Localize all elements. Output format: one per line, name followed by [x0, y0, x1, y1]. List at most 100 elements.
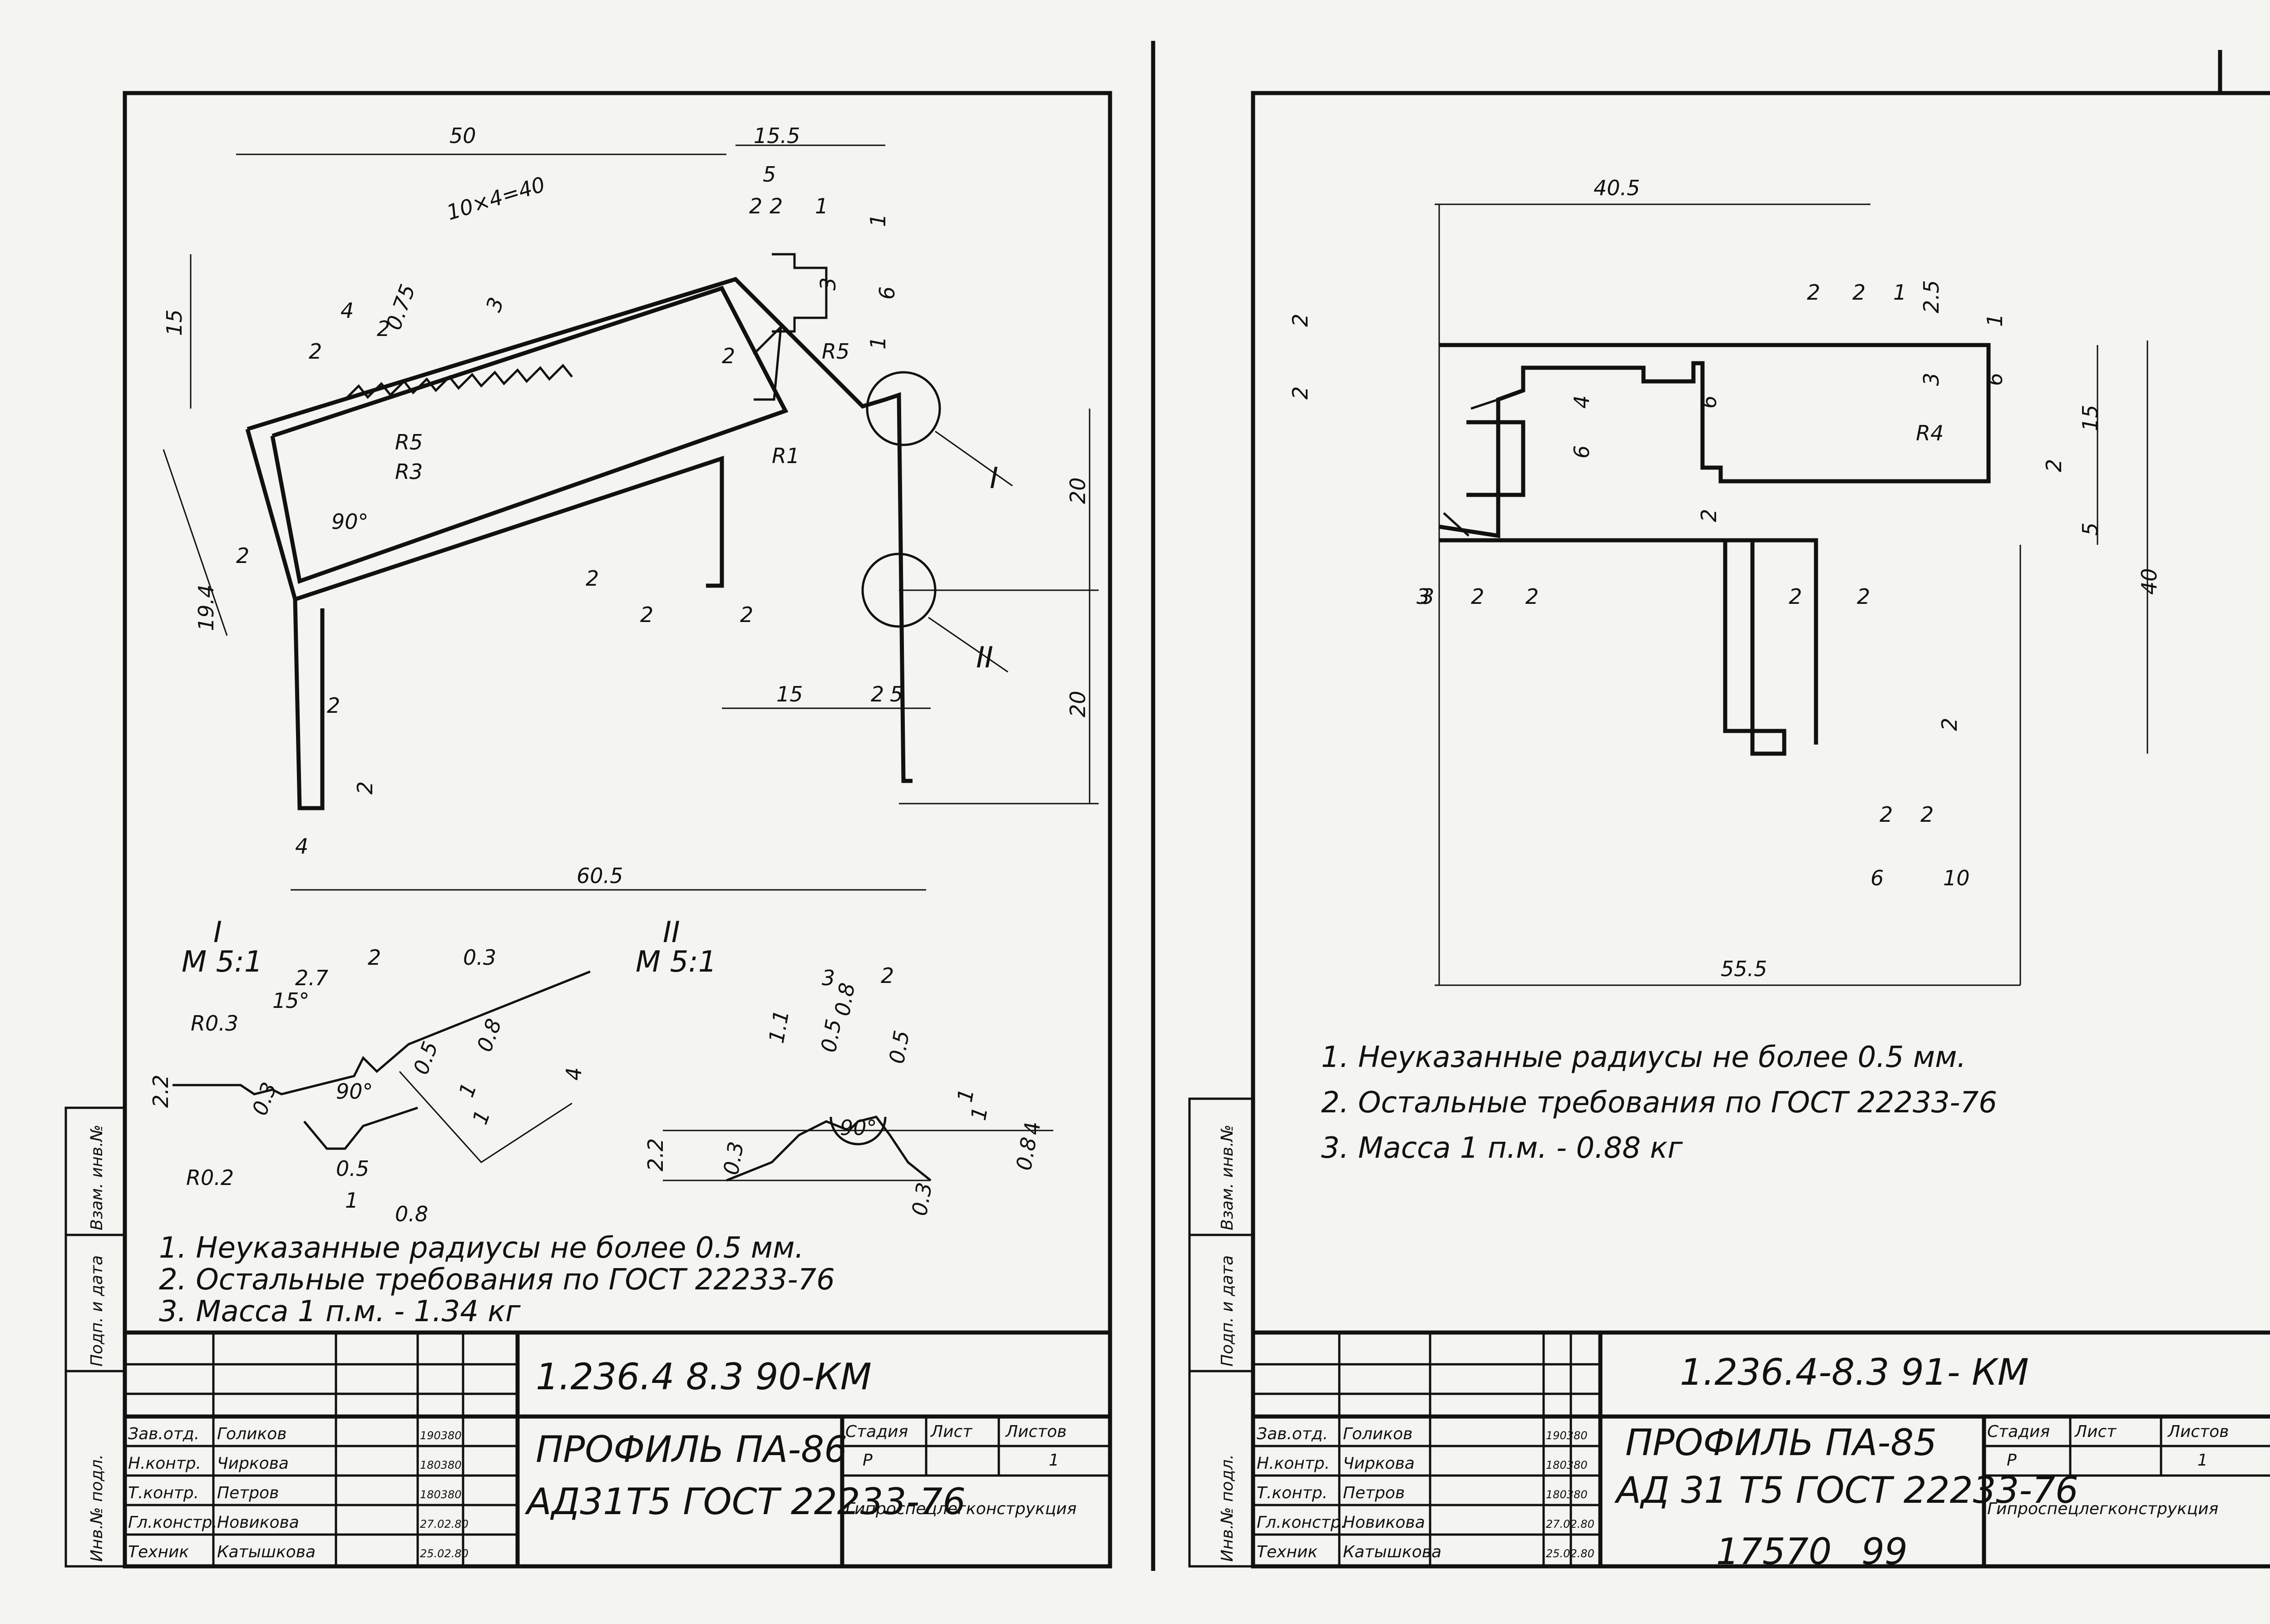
detII-dim-11: 0.8 — [1012, 1135, 1041, 1172]
left-material: АД31Т5 ГОСТ 22233-76 — [524, 1481, 966, 1523]
right-footer-page: 99 — [1861, 1530, 1908, 1573]
right-dim-23: 2 — [1857, 584, 1870, 609]
right-staff-0-name: Голиков — [1343, 1425, 1412, 1443]
detail-II-view — [663, 1116, 1053, 1182]
right-dim-28: 6 — [1870, 866, 1884, 890]
left-sheet-header: Лист — [930, 1422, 972, 1441]
left-staff-0-name: Голиков — [217, 1425, 286, 1443]
right-dim-24: 40 — [2137, 568, 2161, 595]
right-dim-18: 2 — [1697, 509, 1721, 522]
detail-I-scale: М 5:1 — [182, 945, 263, 979]
left-dimension-lines — [163, 144, 1099, 891]
right-dim-3: 3 — [1421, 584, 1434, 609]
left-dim-25: 20 — [1066, 477, 1090, 504]
left-dim-15: 0.75 — [381, 281, 420, 333]
right-dim-11: 1 — [1983, 314, 2007, 327]
left-staff-4-role: Техник — [128, 1543, 189, 1561]
left-designation: 1.236.4 8.3 90-КМ — [536, 1356, 872, 1398]
left-dim-12: 4 — [340, 298, 354, 323]
right-dim-0: 40.5 — [1594, 176, 1640, 200]
left-staff-2-date: 180380 — [420, 1488, 462, 1501]
right-sheet-header: Лист — [2074, 1422, 2117, 1441]
right-staff-1-date: 180380 — [1546, 1459, 1588, 1471]
detI-dim-10: 1 — [468, 1107, 495, 1128]
right-staff-2-name: Петров — [1343, 1484, 1405, 1502]
right-dim-4: 6 — [1697, 395, 1721, 409]
left-title-block — [64, 1106, 1112, 1569]
right-dim-13: 6 — [1983, 373, 2007, 386]
left-dim-3: 5 — [763, 162, 776, 187]
detI-dim-2: 0.3 — [463, 945, 496, 970]
detII-dim-7: 2.2 — [643, 1138, 668, 1171]
right-dim-26: 2 — [1880, 802, 1893, 827]
left-dim-13: 2 — [309, 339, 322, 364]
left-dim-32: 5 — [890, 682, 903, 706]
right-dim-21: 2 — [1525, 584, 1539, 609]
left-dim-19: R5 — [395, 430, 423, 454]
left-dim-29: 2 — [740, 602, 753, 627]
left-dim-33: 2 — [327, 693, 340, 718]
left-dim-23: 2 — [236, 543, 249, 568]
right-dim-29: 10 — [1943, 866, 1970, 890]
left-dim-0: 50 — [449, 123, 476, 148]
left-dim-8: 3 — [816, 277, 840, 291]
right-side-label-2: Подп. и дата — [1218, 1255, 1237, 1367]
detail-II-label: II — [976, 641, 993, 675]
detail-I-title: I — [213, 916, 222, 949]
left-staff-3-role: Гл.констр. — [128, 1513, 217, 1532]
left-staff-4-name: Катышкова — [217, 1543, 316, 1561]
detI-dim-4: R0.3 — [191, 1011, 238, 1036]
profile-pa85-outline — [1439, 343, 1991, 756]
right-dimension-lines — [1435, 203, 2148, 986]
detI-dim-12: 0.8 — [395, 1202, 428, 1226]
right-staff-0-date: 190380 — [1546, 1429, 1588, 1442]
left-staff-1-name: Чиркова — [217, 1454, 289, 1473]
right-dim-30: 55.5 — [1721, 957, 1767, 981]
detI-dim-5: 2.2 — [148, 1075, 173, 1108]
left-dim-26: 20 — [1066, 691, 1090, 717]
detII-dim-3: 0.8 — [830, 981, 860, 1017]
left-dim-4: 2 — [749, 194, 762, 218]
left-side-label-1: Инв.№ подл. — [88, 1454, 106, 1562]
right-dim-1: 2 — [1288, 314, 1313, 327]
right-staff-4-date: 25.02.80 — [1546, 1547, 1594, 1560]
right-note-2: 2. Остальные требования по ГОСТ 22233-76 — [1321, 1086, 1997, 1120]
right-staff-3-name: Новикова — [1343, 1513, 1425, 1532]
left-dim-16: 3 — [481, 294, 509, 315]
detI-dim-3: 15° — [272, 988, 310, 1013]
right-staff-2-role: Т.контр. — [1257, 1484, 1327, 1502]
detI-dim-13: 0.5 — [336, 1156, 369, 1181]
left-side-label-3: Взам. инв.№ — [88, 1125, 106, 1230]
left-dim-18: R5 — [822, 339, 849, 364]
left-organization: Гипроспецлегконструкция — [845, 1500, 1076, 1518]
left-title: ПРОФИЛЬ ПА-86 — [536, 1428, 847, 1471]
left-dim-22: 19.4 — [194, 585, 218, 631]
right-note-1: 1. Неуказанные радиусы не более 0.5 мм. — [1321, 1041, 1966, 1074]
left-dim-11: 15 — [162, 309, 187, 336]
right-dim-10: 2.5 — [1919, 280, 1944, 313]
left-staff-2-name: Петров — [217, 1484, 279, 1502]
left-note-1: 1. Неуказанные радиусы не более 0.5 мм. — [159, 1231, 804, 1265]
detII-dim-10: 1 — [966, 1105, 992, 1122]
left-dim-20: R3 — [395, 459, 423, 484]
right-dim-6: 6 — [1569, 445, 1594, 459]
right-dim-25: 2 — [1937, 718, 1962, 731]
right-staff-4-name: Катышкова — [1343, 1543, 1441, 1561]
left-stage-header: Стадия — [845, 1422, 908, 1441]
right-side-label-3: Взам. инв.№ — [1218, 1125, 1237, 1230]
detI-dim-6: 0.3 — [247, 1079, 282, 1119]
detII-dim-4: 0.5 — [816, 1017, 846, 1054]
left-note-3: 3. Масса 1 п.м. - 1.34 кг — [159, 1295, 521, 1328]
left-dim-1: 15.5 — [754, 123, 800, 148]
right-dim-15: 15 — [2078, 405, 2102, 431]
right-dim-27: 2 — [1920, 802, 1934, 827]
detail-II-scale: М 5:1 — [636, 945, 717, 979]
detail-I-label: I — [990, 462, 998, 495]
right-dim-8: 2 — [1852, 280, 1865, 305]
detI-dim-7: 90° — [336, 1079, 373, 1104]
detail-II-title: II — [663, 916, 680, 949]
detII-dim-12: 0.3 — [907, 1180, 937, 1217]
